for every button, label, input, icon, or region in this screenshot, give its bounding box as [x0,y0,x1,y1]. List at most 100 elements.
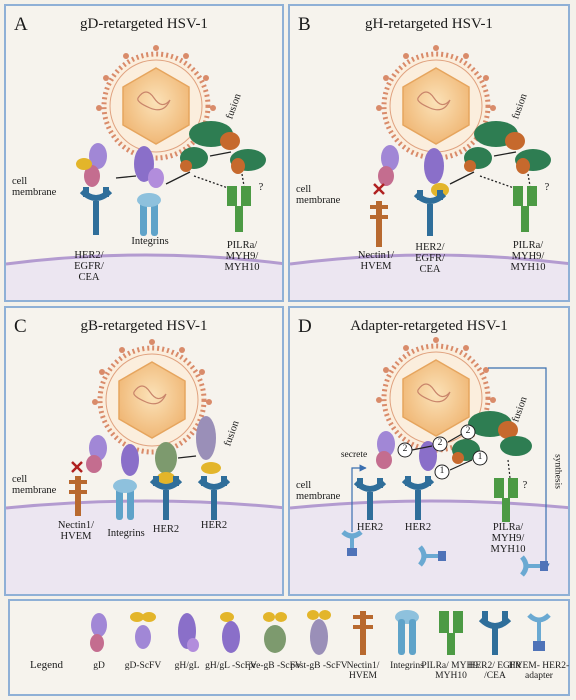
cell-membrane [6,499,282,510]
receptor-label: HER2 [404,522,432,533]
panel-letter: C [14,316,27,337]
panel-b-illustration [290,45,568,300]
pathway-arrows [115,151,245,189]
panel-title: Adapter-retargeted HSV-1 [350,318,508,334]
legend-item-her2-egfr-cea: HER2/ EGFR /CEA [468,605,522,693]
cell-membrane-label: cell membrane [296,184,341,206]
nectin1-hvem-receptor [69,476,87,516]
receptor-label: Integrins [107,528,145,539]
hvem-her2-adapter [520,555,548,577]
legend-label: Nectin1/ HVEM [346,661,380,681]
question-mark: ? [258,182,264,193]
her2-receptor [401,476,435,520]
fusion-complex [464,121,551,174]
legend-label: HER2/ EGFR /CEA [468,661,522,681]
legend-item-pilra: PILRa/ MYH9/ MYH10 [421,605,481,693]
nectin1-hvem-icon [353,611,373,655]
blocked-binding-icon [373,183,385,195]
panel-title: gD-retargeted HSV-1 [80,16,208,32]
gd-glycoprotein [376,431,395,469]
step-number: 2 [402,444,408,454]
cell-membrane [290,253,568,266]
panel-title: gB-retargeted HSV-1 [80,318,208,334]
virion [376,45,496,161]
legend-item-post-gb-scfv: post-gB -ScFV [290,605,348,693]
panel-title: gH-retargeted HSV-1 [365,16,493,32]
step-circles [397,424,488,480]
pathway-arrows [177,455,197,459]
receptor-label: HER2/ EGFR/ CEA [415,242,445,275]
legend-item-gh-gl: gH/gL [162,605,212,693]
nectin1-hvem-receptor [370,201,388,247]
legend-label: pre-gB -ScFV [248,661,302,671]
cell-membrane-label: cell membrane [12,176,57,198]
pre-gb-scfv [155,442,177,484]
gd-glycoprotein [86,435,107,473]
legend-item-gd-scfv: gD-ScFV [118,605,168,693]
receptor-label: Nectin1/ HVEM [57,520,95,542]
panel-a-illustration [6,45,282,300]
panel-a: A gD-retargeted HSV-1 cell membrane HER2… [4,4,284,302]
virion [96,45,216,161]
legend-label: Integrins [390,661,424,671]
her2-receptor [353,478,387,520]
receptor-label: Nectin1/ HVEM [357,250,395,272]
receptor-label: PILRa/ MYH9/ MYH10 [490,522,526,555]
her2-receptor [79,187,113,235]
receptor-label: PILRa/ MYH9/ MYH10 [224,240,260,273]
cell-membrane-label: cell membrane [296,480,341,502]
her2-egfr-cea-icon [478,611,512,655]
post-gb-scfv [196,416,221,474]
synthesis-label: synthesis [552,454,563,489]
panel-d: D Adapter-retargeted HSV-1 cell membrane… [288,306,570,596]
pathway-arrows [449,151,531,189]
hvem-her2-adapter [418,545,446,567]
her2-receptor [149,476,183,520]
her2-receptor [413,190,447,236]
legend-item-gd: gD [74,605,124,693]
step-number: 2 [465,426,471,436]
her2-receptor [197,476,231,520]
post-gb-scfv-icon [307,610,331,655]
gh-gl-glycoprotein [121,444,139,476]
panel-b: B gH-retargeted HSV-1 cell membrane Nect… [288,4,570,302]
secrete-label: secrete [340,450,368,460]
panel-letter: B [298,14,311,35]
legend-label: post-gB -ScFV [290,661,348,671]
cell-membrane [290,499,568,510]
synthesis-arrow [488,367,550,571]
receptor-label: HER2 [200,520,228,531]
step-number: 1 [439,466,445,476]
cell-membrane-label: cell membrane [12,474,57,496]
pilra-receptor [494,478,518,522]
hvem-her2-adapter [341,530,363,556]
legend-item-gh-gl-scfv: gH/gL -ScFV [205,605,257,693]
integrins-icon [395,610,419,655]
gh-gl-scfv-icon [220,612,240,653]
legend-item-pre-gb-scfv: pre-gB -ScFV [248,605,302,693]
fusion-complex [180,121,266,174]
gd-scfv-icon [130,612,156,649]
pilra-receptor [227,186,251,232]
legend-label: PILRa/ MYH9/ MYH10 [421,661,481,681]
legend: Legend gD gD-ScFV gH/gL gH/gL -ScFV pre-… [8,599,570,696]
question-mark: ? [544,182,550,193]
pilra-receptor [513,186,537,232]
receptor-label: Integrins [131,236,169,247]
receptor-label: PILRa/ MYH9/ MYH10 [510,240,546,273]
gh-gl-glycoprotein [134,146,164,188]
integrin-receptor [137,193,161,236]
panel-d-illustration [290,337,568,594]
legend-item-integrins: Integrins [382,605,432,693]
legend-label: HVEM- HER2-adapter [508,661,570,681]
panel-c: C gB-retargeted HSV-1 cell membrane Nect… [4,306,284,596]
receptor-label: HER2 [152,524,180,535]
legend-label: gD-ScFV [124,661,162,671]
virion [92,339,212,455]
panel-c-illustration [6,339,282,594]
receptor-label: HER2 [356,522,384,533]
legend-title: Legend [30,659,63,671]
legend-label: gD [93,661,105,671]
integrin-receptor [113,479,137,520]
pathway-arrows [411,433,511,479]
